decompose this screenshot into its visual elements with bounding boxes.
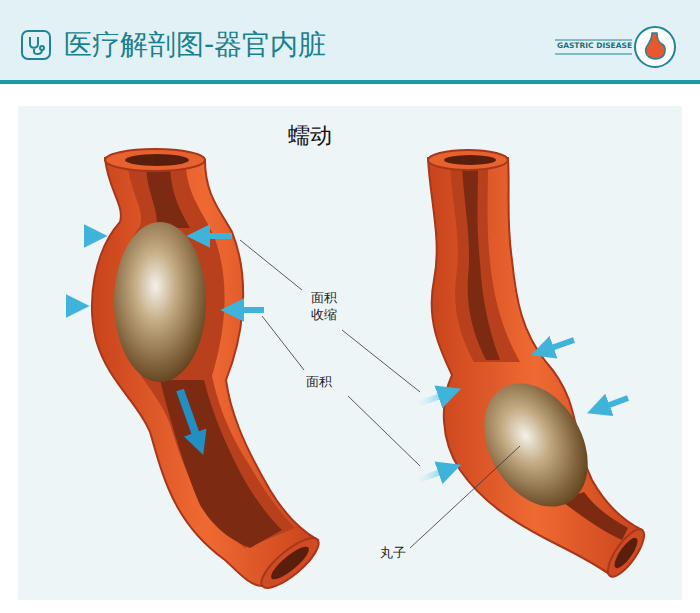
part-label: 面积 — [306, 374, 332, 390]
part-label-box: 面积 — [306, 374, 332, 390]
esophagus-right — [428, 150, 650, 582]
stethoscope-icon — [22, 31, 50, 59]
esophagus-left — [92, 149, 325, 595]
page-title-box: 医疗解剖图-器官内脏 — [64, 27, 326, 62]
leader-lines — [240, 240, 520, 548]
part-label-box: 面积 收缩 — [306, 290, 343, 324]
pressure-arrows — [44, 236, 628, 480]
movement-arrow — [180, 390, 200, 446]
figure-heading-box: 蠕动 — [288, 122, 332, 150]
gastric-logo — [555, 27, 675, 67]
part-label: 面积 收缩 — [306, 290, 343, 324]
header-band — [0, 0, 700, 80]
figure-heading: 蠕动 — [288, 122, 332, 150]
part-label-box: 丸子 — [380, 545, 406, 561]
brand-text: GASTRIC DISEASE — [557, 41, 632, 50]
part-label: 丸子 — [380, 545, 406, 561]
panel-ground — [18, 106, 682, 600]
brand-text-box: GASTRIC DISEASE — [557, 41, 632, 50]
header-rule — [0, 80, 700, 84]
page-title: 医疗解剖图-器官内脏 — [64, 27, 326, 62]
